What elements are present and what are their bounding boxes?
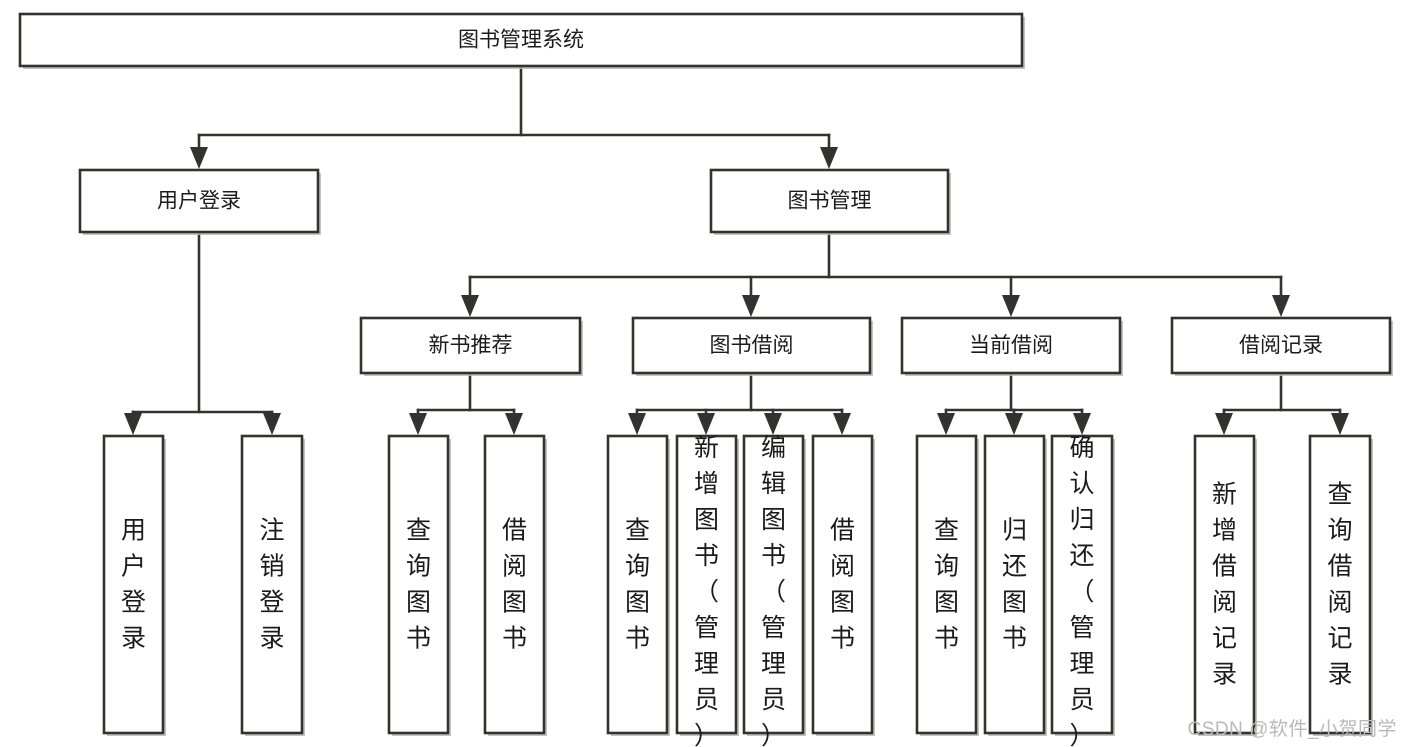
node-label-leaf-add-book-admin: 新增图书（管理员） [694, 434, 719, 747]
node-leaf-query-borrow-record[interactable]: 查询借阅记录 [1308, 434, 1373, 736]
node-user-login[interactable]: 用户登录 [78, 168, 321, 235]
node-root[interactable]: 图书管理系统 [18, 12, 1025, 69]
node-label-borrow-record: 借阅记录 [1239, 334, 1323, 357]
node-box-new-book-recommend[interactable] [359, 316, 582, 375]
connector-root-bus [190, 64, 838, 169]
node-box-leaf-user-login[interactable] [102, 434, 165, 735]
arrow-head-icon [742, 295, 760, 317]
node-leaf-logout[interactable]: 注销登录 [240, 434, 305, 736]
node-leaf-edit-book-admin[interactable]: 编辑图书（管理员） [742, 434, 806, 747]
node-leaf-confirm-return-admin[interactable]: 确认归还（管理员） [1050, 434, 1115, 747]
node-box-book-manage[interactable] [709, 168, 950, 234]
node-label-leaf-query-book-borrow: 查询图书 [625, 517, 650, 653]
arrow-head-icon [1073, 413, 1091, 435]
node-leaf-add-borrow-record[interactable]: 新增借阅记录 [1193, 434, 1257, 736]
node-box-leaf-edit-book-admin[interactable] [742, 434, 805, 735]
node-label-current-borrow: 当前借阅 [969, 334, 1053, 357]
arrow-head-icon [1272, 295, 1290, 317]
connector-user-login-bus [124, 230, 281, 435]
node-label-book-manage: 图书管理 [788, 190, 872, 213]
node-leaf-borrow-book[interactable]: 借阅图书 [811, 434, 875, 736]
arrow-head-icon [190, 147, 208, 169]
node-label-new-book-recommend: 新书推荐 [429, 334, 513, 357]
node-box-leaf-confirm-return-admin[interactable] [1050, 434, 1114, 735]
node-borrow-record[interactable]: 借阅记录 [1170, 316, 1393, 376]
arrow-head-icon [409, 413, 427, 435]
node-box-root[interactable] [18, 12, 1024, 68]
connector-book-manage-bus [461, 230, 1290, 317]
arrow-head-icon [764, 413, 782, 435]
node-box-leaf-query-borrow-record[interactable] [1308, 434, 1372, 735]
node-book-borrow[interactable]: 图书借阅 [631, 316, 873, 376]
node-leaf-query-book-current[interactable]: 查询图书 [915, 434, 979, 736]
arrow-head-icon [1215, 413, 1233, 435]
node-label-leaf-user-login: 用户登录 [121, 517, 146, 653]
node-box-borrow-record[interactable] [1170, 316, 1392, 375]
node-leaf-borrow-book-new[interactable]: 借阅图书 [483, 434, 547, 736]
arrow-head-icon [1331, 413, 1349, 435]
arrow-head-icon [697, 413, 715, 435]
node-box-leaf-query-book-borrow[interactable] [606, 434, 669, 735]
arrow-head-icon [505, 413, 523, 435]
node-leaf-add-book-admin[interactable]: 新增图书（管理员） [675, 434, 739, 747]
arrow-head-icon [263, 413, 281, 435]
connector-book-borrow-bus [628, 371, 851, 435]
node-label-leaf-add-borrow-record: 新增借阅记录 [1212, 481, 1237, 689]
connector-new-book-bus [409, 371, 523, 435]
node-book-manage[interactable]: 图书管理 [709, 168, 951, 235]
node-label-root: 图书管理系统 [458, 29, 584, 52]
node-label-leaf-edit-book-admin: 编辑图书（管理员） [761, 434, 786, 747]
node-leaf-query-book-borrow[interactable]: 查询图书 [606, 434, 670, 736]
arrow-head-icon [1005, 413, 1023, 435]
node-label-leaf-query-borrow-record: 查询借阅记录 [1327, 481, 1352, 689]
arrow-head-icon [833, 413, 851, 435]
node-box-leaf-logout[interactable] [240, 434, 304, 735]
node-current-borrow[interactable]: 当前借阅 [900, 316, 1123, 376]
node-box-leaf-query-book-current[interactable] [915, 434, 978, 735]
node-label-leaf-logout: 注销登录 [259, 517, 284, 653]
arrow-head-icon [820, 147, 838, 169]
node-box-leaf-return-book[interactable] [983, 434, 1046, 735]
node-label-leaf-query-book-current: 查询图书 [934, 517, 959, 653]
arrow-head-icon [461, 295, 479, 317]
node-box-book-borrow[interactable] [631, 316, 872, 375]
node-box-current-borrow[interactable] [900, 316, 1122, 375]
node-label-user-login: 用户登录 [157, 190, 241, 213]
node-box-user-login[interactable] [78, 168, 320, 234]
arrow-head-icon [628, 413, 646, 435]
arrow-head-icon [937, 413, 955, 435]
node-box-leaf-add-book-admin[interactable] [675, 434, 738, 735]
node-label-leaf-return-book: 归还图书 [1002, 517, 1027, 653]
arrow-head-icon [124, 413, 142, 435]
node-label-leaf-confirm-return-admin: 确认归还（管理员） [1069, 434, 1094, 747]
node-label-book-borrow: 图书借阅 [710, 334, 794, 357]
node-box-leaf-borrow-book[interactable] [811, 434, 874, 735]
node-box-leaf-add-borrow-record[interactable] [1193, 434, 1256, 735]
node-box-leaf-borrow-book-new[interactable] [483, 434, 546, 735]
connector-current-borrow-bus [937, 371, 1091, 435]
node-label-leaf-borrow-book-new: 借阅图书 [502, 517, 527, 653]
connector-borrow-record-bus [1215, 371, 1349, 435]
node-layer: 图书管理系统用户登录图书管理新书推荐图书借阅当前借阅借阅记录用户登录注销登录查询… [18, 12, 1393, 747]
node-label-leaf-query-book-new: 查询图书 [406, 517, 431, 653]
node-leaf-return-book[interactable]: 归还图书 [983, 434, 1047, 736]
arrow-head-icon [1002, 295, 1020, 317]
node-leaf-user-login[interactable]: 用户登录 [102, 434, 166, 736]
node-box-leaf-query-book-new[interactable] [387, 434, 450, 735]
node-leaf-query-book-new[interactable]: 查询图书 [387, 434, 451, 736]
node-label-leaf-borrow-book: 借阅图书 [830, 517, 855, 653]
connector-layer [124, 64, 1349, 435]
node-new-book-recommend[interactable]: 新书推荐 [359, 316, 583, 376]
